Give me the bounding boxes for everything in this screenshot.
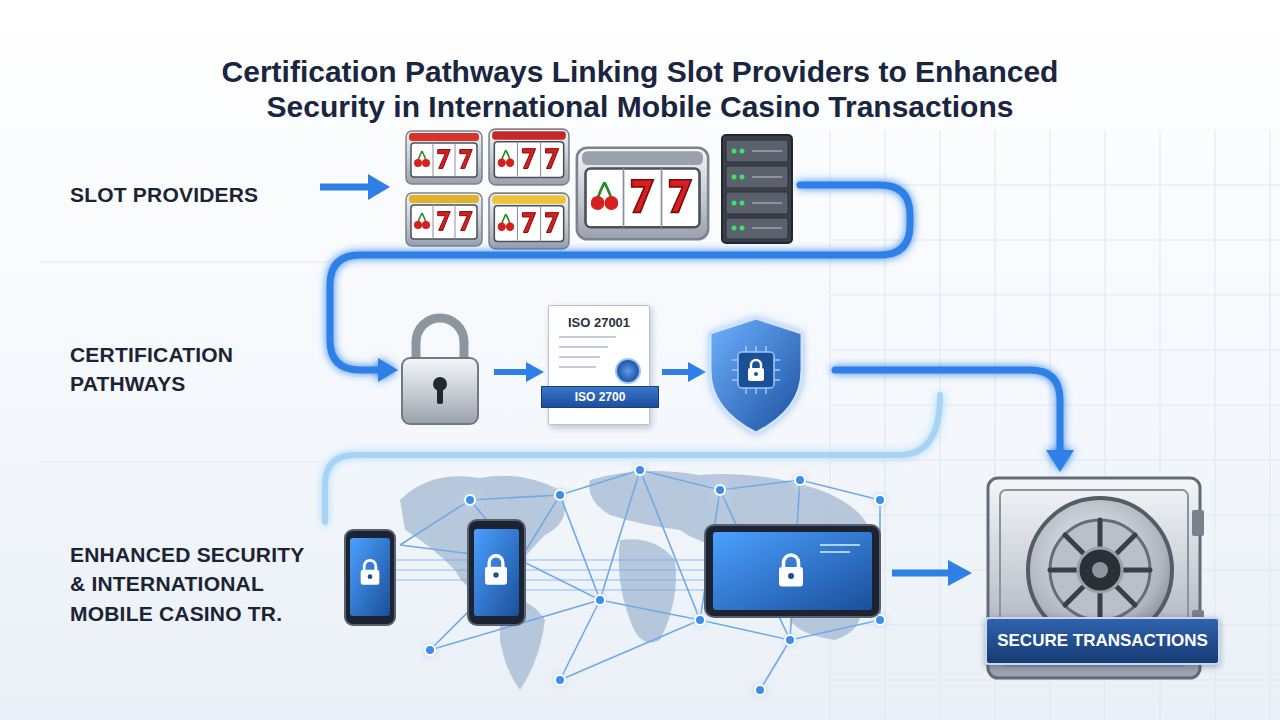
node-text: ISO 2700 <box>575 390 626 404</box>
certificate-node: ISO 27001ISO 2700 <box>548 305 650 425</box>
certificate-seal <box>615 358 641 384</box>
row-label: CERTIFICATION PATHWAYS <box>70 340 310 399</box>
ribbon-node: ISO 2700 <box>541 386 659 408</box>
certificate-line <box>559 356 600 358</box>
plaque-node: SECURE TRANSACTIONS <box>985 617 1220 665</box>
row-label: ENHANCED SECURITY & INTERNATIONAL MOBILE… <box>70 540 325 628</box>
node-text: ISO 27001 <box>549 306 649 330</box>
row-label: SLOT PROVIDERS <box>70 180 320 209</box>
certificate-line <box>559 366 596 368</box>
certificate-line <box>559 336 616 338</box>
diagram-title: Certification Pathways Linking Slot Prov… <box>50 55 1230 124</box>
certificate-line <box>559 346 608 348</box>
node-text: SECURE TRANSACTIONS <box>997 631 1208 651</box>
